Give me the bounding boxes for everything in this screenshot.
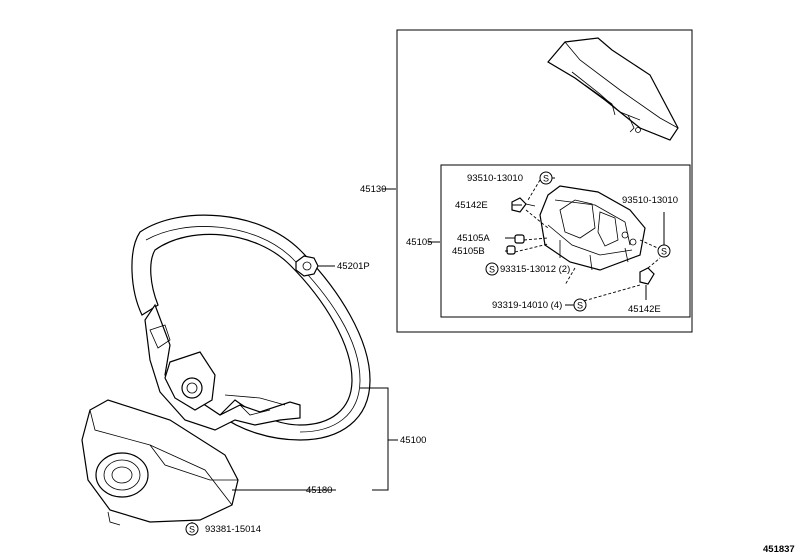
horn-pad-45180-drawing bbox=[81, 399, 239, 526]
label-45201p: 45201P bbox=[337, 261, 370, 272]
label-93510-13010-upper: 93510-13010 bbox=[467, 173, 523, 184]
nut-45201p-drawing bbox=[295, 255, 319, 277]
label-45180: 45180 bbox=[306, 485, 332, 496]
steering-wheel-drawing bbox=[131, 214, 371, 441]
label-45142e-lower: 45142E bbox=[628, 304, 661, 315]
label-45130: 45130 bbox=[360, 184, 386, 195]
label-45105: 45105 bbox=[406, 237, 432, 248]
label-93319-14010: 93319-14010 (4) bbox=[492, 300, 562, 311]
label-93315-13012: 93315-13012 (2) bbox=[500, 264, 570, 275]
s-symbol-93381: S bbox=[185, 522, 199, 536]
svg-text:S: S bbox=[489, 265, 495, 275]
label-93510-13010-right: 93510-13010 bbox=[622, 195, 678, 206]
nut-45105b-drawing bbox=[506, 245, 516, 255]
assembly-box-45130 bbox=[396, 29, 693, 333]
figure-number: 451837 bbox=[763, 544, 795, 555]
nut-45105a-drawing bbox=[514, 234, 525, 244]
clip-45142e-lower-drawing bbox=[639, 267, 655, 285]
svg-text:S: S bbox=[189, 525, 195, 535]
s-symbol-93315: S bbox=[485, 262, 499, 276]
label-45105b: 45105B bbox=[452, 246, 485, 257]
label-45105a: 45105A bbox=[457, 233, 490, 244]
s-symbol-93319: S bbox=[573, 298, 587, 312]
switch-assembly-drawing bbox=[539, 185, 646, 271]
svg-text:S: S bbox=[661, 247, 667, 257]
label-45142e-upper: 45142E bbox=[455, 200, 488, 211]
subassembly-box-45105 bbox=[440, 164, 691, 318]
horn-pad-cover-drawing bbox=[547, 37, 679, 141]
svg-text:S: S bbox=[543, 174, 549, 184]
svg-text:S: S bbox=[577, 301, 583, 311]
label-93381-15014: 93381-15014 bbox=[205, 524, 261, 535]
s-symbol-93510-right: S bbox=[657, 244, 671, 258]
s-symbol-93510-upper: S bbox=[539, 171, 553, 185]
label-45100: 45100 bbox=[400, 435, 426, 446]
